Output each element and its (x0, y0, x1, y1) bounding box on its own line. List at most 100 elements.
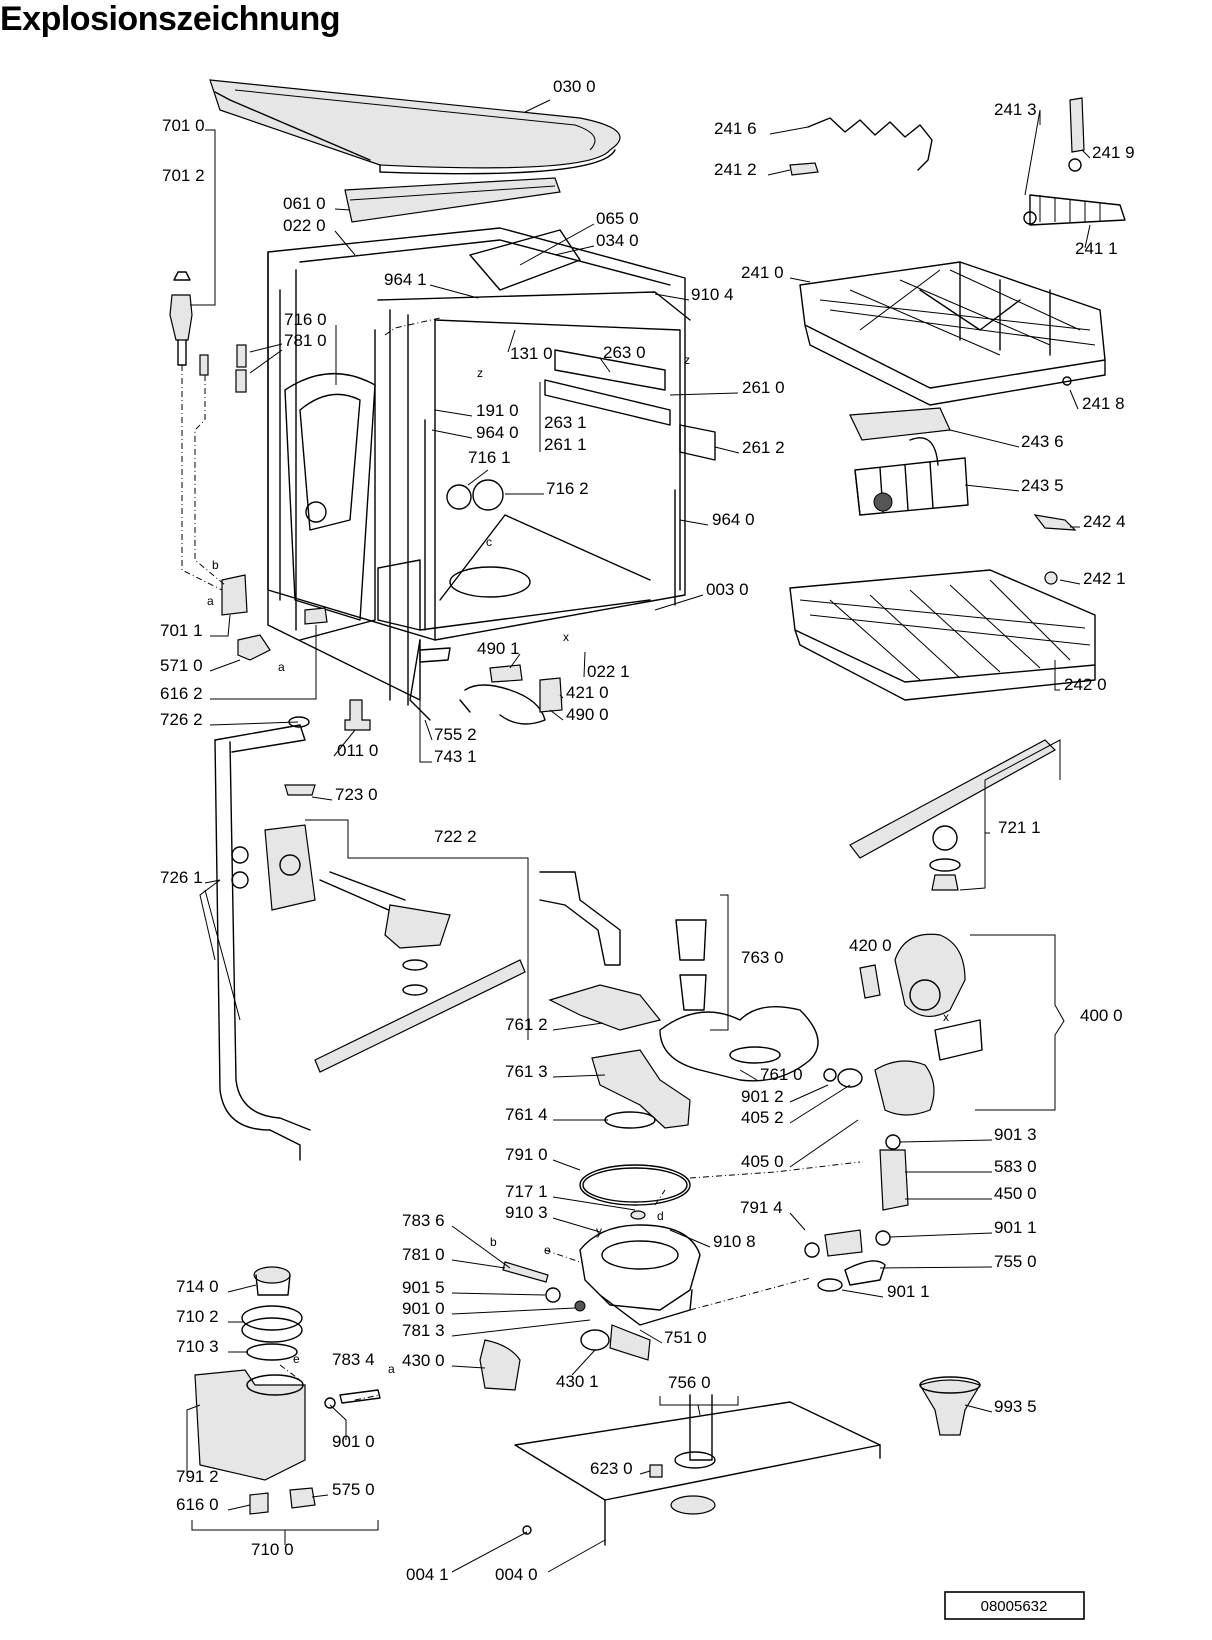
part-label: 791 0 (505, 1145, 548, 1164)
part-label: 242 4 (1083, 512, 1126, 531)
part-label: 901 0 (402, 1299, 445, 1318)
upper-basket (799, 261, 1106, 406)
part-label: 710 2 (176, 1307, 219, 1326)
part-label: 964 0 (712, 510, 755, 529)
part-label: 781 3 (402, 1321, 445, 1340)
part-label: 791 4 (740, 1198, 783, 1217)
part-label: 242 1 (1083, 569, 1126, 588)
part-label: 701 1 (160, 621, 203, 640)
part-label: 400 0 (1080, 1006, 1123, 1025)
water-softener (194, 1266, 381, 1515)
part-label: 241 0 (741, 263, 784, 282)
wheel-242-1 (1044, 571, 1058, 585)
part-label: 716 1 (468, 448, 511, 467)
part-label: 261 2 (742, 438, 785, 457)
part-label: 003 0 (706, 580, 749, 599)
top-cover (209, 79, 621, 175)
cutlery-basket (849, 407, 969, 516)
part-label: 261 0 (742, 378, 785, 397)
part-label: 420 0 (849, 936, 892, 955)
annotation-letter: d (657, 1209, 664, 1223)
part-label: 263 1 (544, 413, 587, 432)
part-label: 065 0 (596, 209, 639, 228)
part-label: 241 2 (714, 160, 757, 179)
part-label: 714 0 (176, 1277, 219, 1296)
annotation-letter: b (212, 558, 219, 572)
part-label: 761 3 (505, 1062, 548, 1081)
part-label: 710 0 (251, 1540, 294, 1559)
annotation-letter: e (544, 1243, 551, 1257)
detergent-valve-parts (169, 129, 371, 731)
part-label: 901 5 (402, 1278, 445, 1297)
part-label: 241 6 (714, 119, 757, 138)
part-label: 263 0 (603, 343, 646, 362)
part-label: 034 0 (596, 231, 639, 250)
part-label: 751 0 (664, 1328, 707, 1347)
leader-lines (186, 99, 1091, 1573)
part-label: 430 0 (402, 1351, 445, 1370)
upper-spray-arm (849, 739, 1056, 891)
part-label: 616 2 (160, 684, 203, 703)
part-label: 421 0 (566, 683, 609, 702)
drawing-number: 08005632 (981, 1598, 1048, 1615)
part-label: 722 2 (434, 827, 477, 846)
lower-basket (789, 569, 1096, 701)
annotation-letter: a (278, 660, 285, 674)
annotation-letter: a (388, 1362, 395, 1376)
part-label: 241 8 (1082, 394, 1125, 413)
part-label: 910 3 (505, 1203, 548, 1222)
rack-accessories (789, 97, 1126, 386)
cable-sensor (459, 664, 563, 725)
part-label: 405 0 (741, 1152, 784, 1171)
part-label: 623 0 (590, 1459, 633, 1478)
part-label: 901 3 (994, 1125, 1037, 1144)
base-plate (514, 1394, 881, 1546)
part-label: 910 8 (713, 1232, 756, 1251)
part-label: 901 1 (887, 1282, 930, 1301)
part-label: 721 1 (998, 818, 1041, 837)
insulation-strip (344, 177, 561, 223)
part-label: 743 1 (434, 747, 477, 766)
part-label: 004 0 (495, 1565, 538, 1584)
part-label: 405 2 (741, 1108, 784, 1127)
part-label: 901 1 (994, 1218, 1037, 1237)
part-label: 430 1 (556, 1372, 599, 1391)
part-label: 131 0 (510, 344, 553, 363)
part-label: 901 2 (741, 1087, 784, 1106)
part-label: 191 0 (476, 401, 519, 420)
part-label: 241 3 (994, 100, 1037, 119)
part-label: 022 1 (587, 662, 630, 681)
part-label: 701 2 (162, 166, 205, 185)
part-label: 716 2 (546, 479, 589, 498)
part-label: 575 0 (332, 1480, 375, 1499)
part-label: 571 0 (160, 656, 203, 675)
part-label: 242 0 (1064, 675, 1107, 694)
drawing-number-box: 08005632 (944, 1591, 1085, 1620)
part-label: 910 4 (691, 285, 734, 304)
part-label: 716 0 (284, 310, 327, 329)
part-label: 755 2 (434, 725, 477, 744)
circulation-pump (804, 933, 983, 1292)
part-label: 761 4 (505, 1105, 548, 1124)
part-label: 011 0 (337, 741, 378, 760)
part-label: 583 0 (994, 1157, 1037, 1176)
part-label: 450 0 (994, 1184, 1037, 1203)
annotation-letter: x (563, 630, 569, 644)
part-label: 781 0 (402, 1245, 445, 1264)
annotation-letter: z (684, 353, 690, 367)
part-label: 616 0 (176, 1495, 219, 1514)
part-label: 723 0 (335, 785, 378, 804)
part-label: 030 0 (553, 77, 596, 96)
part-label: 756 0 (668, 1373, 711, 1392)
part-label: 701 0 (162, 116, 205, 135)
part-label: 726 2 (160, 710, 203, 729)
part-label: 241 9 (1092, 143, 1135, 162)
part-label: 490 0 (566, 705, 609, 724)
part-label: 993 5 (994, 1397, 1037, 1416)
tub-cabinet (267, 227, 716, 721)
part-label: 755 0 (994, 1252, 1037, 1271)
annotation-letter: z (477, 366, 483, 380)
